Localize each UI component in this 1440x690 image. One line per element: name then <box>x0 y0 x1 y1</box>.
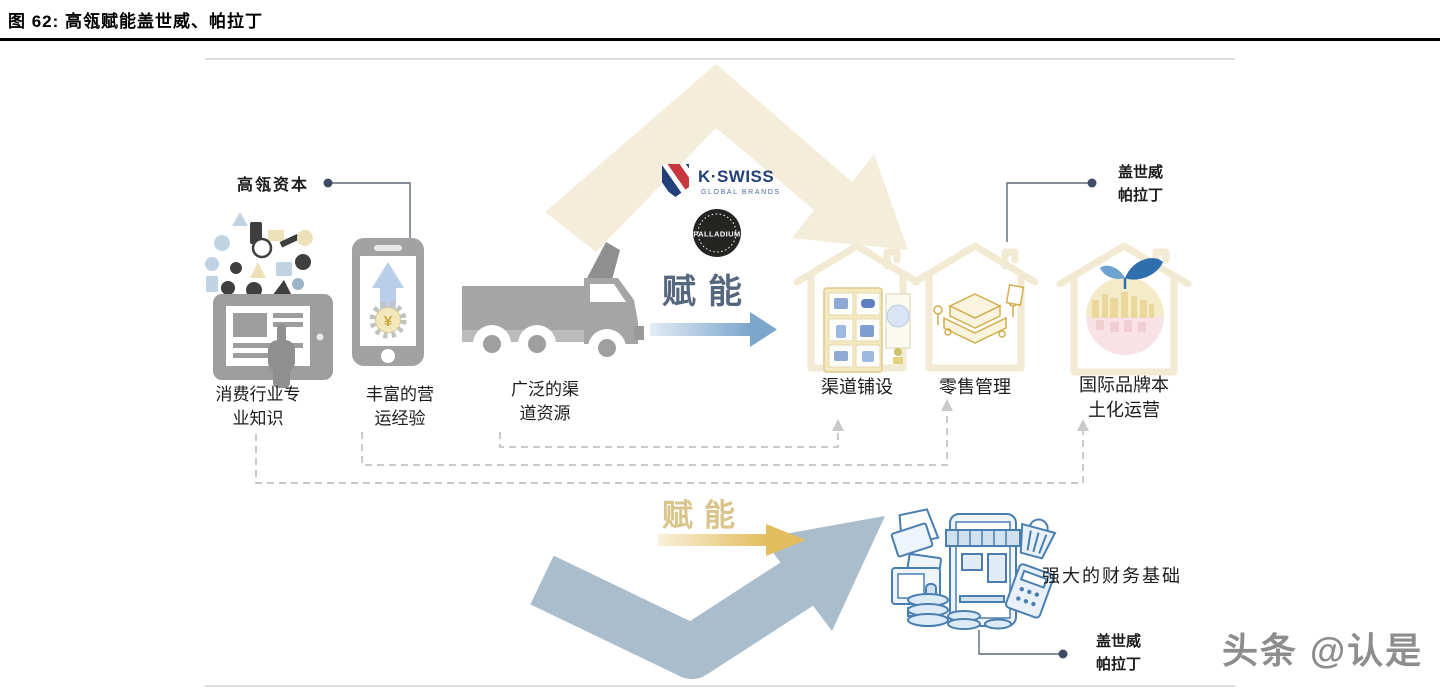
dashed-connector-knowledge <box>255 428 1084 484</box>
smartphone-growth-icon: ¥ <box>352 238 424 366</box>
empower-label-top: 赋能 <box>662 272 754 312</box>
consumer-goods-cluster-icon <box>205 212 313 298</box>
hillhouse-label: 高瓴资本 <box>237 175 310 194</box>
capability-label-operations: 丰富的营 运经验 <box>366 385 434 429</box>
callout-connectors <box>332 182 1089 655</box>
financial-icons <box>890 508 1057 630</box>
output-label-retail: 零售管理 <box>939 377 1011 398</box>
brand-top-connector <box>1006 182 1089 242</box>
palladium-wordmark: PALLADIUM <box>693 230 740 239</box>
empower-label-bottom: 赋能 <box>662 498 746 534</box>
palladium-logo: PALLADIUM <box>693 209 741 257</box>
diagram-top-border <box>205 58 1235 60</box>
house-retail-icon <box>911 242 1039 372</box>
output-label-localization: 国际品牌本 土化运营 <box>1079 375 1169 421</box>
figure-title: 图 62: 高瓴赋能盖世威、帕拉丁 <box>8 12 264 31</box>
title-rule <box>0 38 1440 41</box>
yuan-symbol: ¥ <box>384 313 393 330</box>
output-label-channel: 渠道铺设 <box>821 377 893 398</box>
mega-arrow-top-icon <box>545 64 908 252</box>
empower-arrow-blue-icon <box>650 312 777 347</box>
brand-localization-apple-icon <box>1086 258 1164 355</box>
brand-callout-top: 盖世威 帕拉丁 <box>1118 163 1164 204</box>
diagram-bottom-border <box>205 685 1235 687</box>
callout-dots <box>323 178 1097 659</box>
empower-arrow-gold-icon <box>658 524 806 556</box>
financial-label: 强大的财务基础 <box>1042 566 1182 587</box>
dashed-arrowheads <box>832 399 1089 431</box>
dashed-connector-channel <box>499 428 839 448</box>
hillhouse-connector <box>332 182 411 240</box>
capability-label-channel: 广泛的渠 道资源 <box>511 380 579 424</box>
kswiss-subtitle: GLOBAL BRANDS <box>701 189 781 196</box>
capability-label-knowledge: 消费行业专 业知识 <box>215 385 301 429</box>
dashed-connectors <box>255 408 1084 484</box>
watermark: 头条 @认是 <box>1222 630 1424 671</box>
brand-callout-bottom: 盖世威 帕拉丁 <box>1096 632 1142 673</box>
dashed-connector-operations <box>361 408 948 466</box>
brand-bottom-connector <box>978 630 1060 655</box>
kswiss-wordmark: K·SWISS <box>698 167 774 186</box>
tablet-hand-icon <box>213 294 333 388</box>
wardrobe-icon <box>823 287 911 373</box>
truck-icon <box>462 242 644 367</box>
retail-management-icon <box>933 284 1025 344</box>
